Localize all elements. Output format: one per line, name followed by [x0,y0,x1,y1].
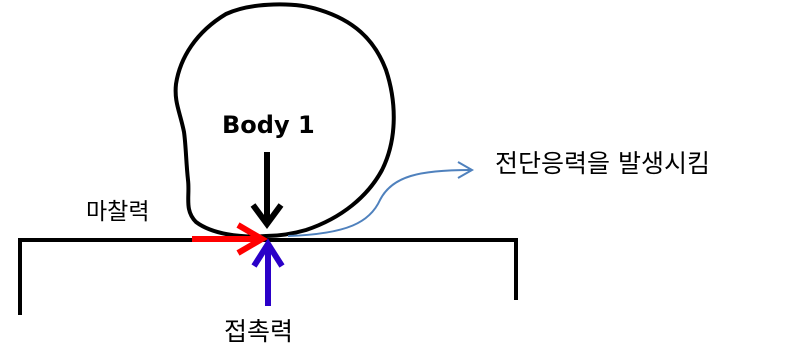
contact-arrow-icon [251,238,285,306]
shear-callout [287,161,475,237]
friction-force-label: 마찰력 [86,199,150,225]
shear-stress-label: 전단응력을 발생시킴 [495,149,710,178]
contact-force-label: 접촉력 [224,317,294,346]
body-label: Body 1 [222,111,315,139]
load-arrow-icon [250,152,284,230]
callout-chevron-right-icon [457,161,475,179]
body-outline [173,2,396,239]
friction-arrow-icon [192,222,268,256]
